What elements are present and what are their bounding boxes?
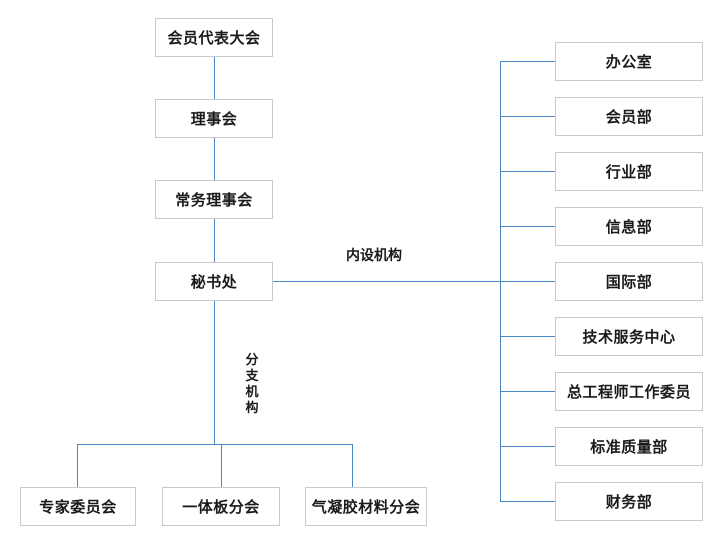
node-council-label: 理事会 <box>190 111 238 128</box>
node-assembly[interactable]: 会员代表大会 <box>155 18 273 57</box>
branch-expert-committee[interactable]: 专家委员会 <box>20 487 136 526</box>
connector-branch-experts <box>77 444 78 487</box>
dept-international[interactable]: 国际部 <box>555 262 703 301</box>
dept-industry[interactable]: 行业部 <box>555 152 703 191</box>
branch-aerogel-material-label: 气凝胶材料分会 <box>311 499 421 516</box>
connector-branch-aerogel <box>352 444 353 487</box>
branch-aerogel-material[interactable]: 气凝胶材料分会 <box>305 487 427 526</box>
connector-dept-industry <box>500 171 555 172</box>
dept-information-label: 信息部 <box>605 219 653 236</box>
branch-bus <box>77 444 352 445</box>
branch-integrated-panel-label: 一体板分会 <box>182 499 260 516</box>
dept-international-label: 国际部 <box>605 274 653 291</box>
label-branch-organizations: 分支机构 <box>243 350 261 418</box>
branch-expert-committee-label: 专家委员会 <box>39 499 117 516</box>
node-secretariat-label: 秘书处 <box>190 274 238 291</box>
dept-office[interactable]: 办公室 <box>555 42 703 81</box>
connector-dept-information <box>500 226 555 227</box>
connector-dept-techservice <box>500 336 555 337</box>
connector-dept-finance <box>500 501 555 502</box>
connector-standing-to-secretary <box>214 219 215 262</box>
node-standing-council[interactable]: 常务理事会 <box>155 180 273 219</box>
connector-dept-chiefengineer <box>500 391 555 392</box>
connector-dept-international <box>500 281 555 282</box>
node-secretariat[interactable]: 秘书处 <box>155 262 273 301</box>
node-standing-council-label: 常务理事会 <box>175 192 253 209</box>
dept-standard-quality-label: 标准质量部 <box>590 439 668 456</box>
connector-dept-membership <box>500 116 555 117</box>
node-assembly-label: 会员代表大会 <box>167 30 261 47</box>
connector-assembly-to-council <box>214 57 215 99</box>
dept-technical-service-center[interactable]: 技术服务中心 <box>555 317 703 356</box>
dept-technical-service-center-label: 技术服务中心 <box>582 329 676 346</box>
node-council[interactable]: 理事会 <box>155 99 273 138</box>
dept-finance[interactable]: 财务部 <box>555 482 703 521</box>
dept-membership-label: 会员部 <box>605 109 653 126</box>
label-internal-departments: 内设机构 <box>346 247 402 263</box>
dept-standard-quality[interactable]: 标准质量部 <box>555 427 703 466</box>
dept-chief-engineer-committee-label: 总工程师工作委员 <box>566 384 691 401</box>
connector-secretariat-to-departments-spine <box>273 281 501 282</box>
dept-industry-label: 行业部 <box>605 164 653 181</box>
dept-membership[interactable]: 会员部 <box>555 97 703 136</box>
dept-finance-label: 财务部 <box>605 494 653 511</box>
connector-secretary-to-branch-bus <box>214 301 215 445</box>
dept-information[interactable]: 信息部 <box>555 207 703 246</box>
connector-dept-office <box>500 61 555 62</box>
dept-office-label: 办公室 <box>605 54 653 71</box>
dept-chief-engineer-committee[interactable]: 总工程师工作委员 <box>555 372 703 411</box>
connector-branch-panel <box>221 444 222 487</box>
branch-integrated-panel[interactable]: 一体板分会 <box>162 487 280 526</box>
connector-council-to-standing <box>214 138 215 180</box>
connector-dept-standard <box>500 446 555 447</box>
